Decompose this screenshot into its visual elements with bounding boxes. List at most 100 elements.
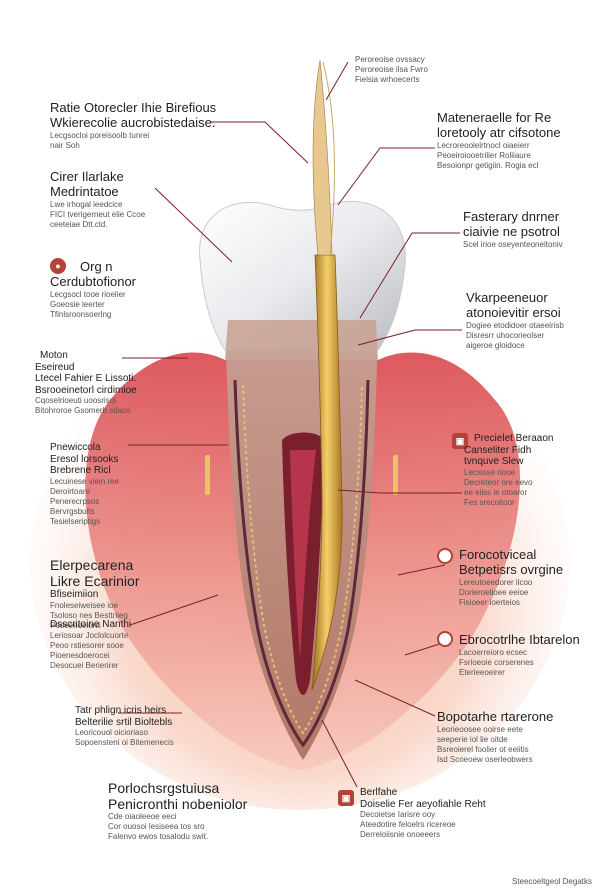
label-line: Deroirtoare	[50, 486, 91, 496]
label-title: Forocotviceal	[459, 547, 537, 562]
cementum-layer	[233, 379, 370, 748]
label-title: Vkarpeeneuor	[466, 290, 548, 305]
label-title: Cerdubtofionor	[50, 273, 136, 289]
label-title: Dsscritoine Nanthi	[50, 619, 132, 630]
label-title: Elerpecarena	[50, 557, 134, 573]
label-r1: Mateneraelle for Re loretooly atr cifsot…	[437, 110, 561, 171]
file-shaft	[312, 59, 333, 256]
label-title: Bfiseimiion	[50, 589, 99, 601]
right-pin	[393, 455, 398, 495]
label-line: Disresrr uhocorieolser	[466, 330, 545, 340]
label-r3: Vkarpeeneuor atonoievitir ersoi Dogiee e…	[466, 290, 564, 351]
label-title: Medrintatoe	[50, 183, 119, 199]
label-line: Peroreoise ovssacy	[355, 55, 425, 64]
label-r7: Bopotarhe rtarerone Leorieoosee ooirse e…	[437, 709, 554, 765]
label-r6: Ebrocotrlhe Ibtarelon Lacoerreioro ecsec…	[459, 632, 580, 678]
label-line: Falenvo ewos tosalodu swit.	[108, 832, 209, 842]
label-title: Wkierecolie aucrobistedaise.	[50, 114, 216, 130]
label-line: Desocuei Berierirer	[50, 660, 119, 670]
label-line: Dorieroelioee eeioe	[459, 587, 529, 597]
label-top-right: Peroreoise ovssacy Peroreoise ilsa Fwro …	[355, 55, 428, 85]
label-title: Brebrene Ricl	[50, 465, 111, 476]
label-r5: Forocotviceal Betpetisrs ovrgine Lereuto…	[459, 547, 564, 608]
label-line: Cde oiaoleeoe eeci	[108, 812, 177, 822]
label-line: Tsoloso nes Besttriieg	[50, 610, 128, 620]
label-line: seeperie iol lie oitde	[437, 734, 508, 744]
label-line: ceeteiae Dtt.cld.	[50, 219, 108, 229]
label-title: Eseireud	[35, 361, 75, 373]
label-title: Moton	[40, 350, 68, 361]
label-line: Ateedotire feloelrs ricereoe	[360, 820, 456, 829]
tooth-icon: ▣	[452, 433, 468, 449]
label-title: Betpetisrs ovrgine	[459, 561, 564, 577]
label-title: Ebrocotrlhe Ibtarelon	[459, 632, 580, 647]
tooth-icon: ▣	[338, 790, 354, 806]
ring-icon	[437, 548, 453, 564]
label-l9: Porlochsrgstuiusa Penicronthi nobeniolor…	[108, 780, 247, 842]
label-line: Bitohroroe Gsomerb sdaco	[35, 406, 131, 415]
label-line: Lereutoeedorer ilcoo	[459, 577, 533, 587]
label-line: Fsrioeoie corserenes	[459, 657, 534, 667]
label-line: Penerecrpsos	[50, 496, 100, 506]
label-title: Berlfahe	[360, 787, 398, 798]
label-line: Peroreoise ilsa Fwro	[355, 65, 428, 74]
label-title: loretooly atr cifsotone	[437, 124, 561, 140]
label-title: ciaivie ne psotrol	[463, 223, 560, 239]
label-line: Lecgsocloi poreisoolb tunrei	[50, 130, 150, 140]
label-line: Lacoerreioro ecsec	[459, 647, 528, 657]
endodontic-file	[311, 254, 343, 691]
label-title: Doiselie Fer aeyofiahle Reht	[360, 798, 486, 810]
label-line: Decreteor ore eevo	[464, 477, 533, 487]
file-strand	[322, 61, 335, 256]
label-l7: Dsscritoine Nanthi Leriosoar Joclolcuort…	[50, 619, 131, 671]
label-title: Fasterary dnrner	[463, 209, 560, 224]
label-line: Peoeeeoeionli	[50, 620, 101, 630]
label-line: Cqoselrioeuti uoosrisoi	[35, 396, 116, 405]
label-line: Lecgsocl tooe rioelier	[50, 289, 126, 299]
label-line: Sopoensteni oi Bitemenecis	[75, 738, 174, 747]
label-title: Eresol lorsooks	[50, 453, 119, 465]
label-line: Dogiee etodidoer otaeeirisb	[466, 320, 564, 330]
label-line: Pioenesdoerocei	[50, 650, 110, 660]
label-title: Porlochsrgstuiusa	[108, 780, 220, 796]
label-title: Pnewiccola	[50, 442, 101, 453]
label-title: tvnquve Slew	[464, 456, 524, 467]
label-title: Bopotarhe rtarerone	[437, 709, 554, 724]
label-line: Peoeiroiooetrilier Roliiaure	[437, 150, 531, 160]
label-line: aigeroe gloidoce	[466, 340, 525, 350]
label-title: Penicronthi nobeniolor	[108, 796, 248, 813]
left-pin	[205, 455, 210, 495]
label-line: Decoietse Iarisre ooy	[360, 810, 436, 819]
label-line: Lecsisse riooe	[464, 467, 516, 477]
pulp-inner	[290, 450, 316, 660]
label-line: Lecroreoolelrtnocl oiaeierr	[437, 140, 530, 150]
label-line: Fes srecoitoor	[464, 497, 515, 507]
leader-lines	[118, 61, 462, 788]
label-line: Lecuinese viein ree	[50, 476, 119, 486]
label-title: Precielet Beraaon	[474, 433, 554, 444]
label-line: Fisioeer ioerteios	[459, 597, 520, 607]
label-l1: Ratie Otorecler Ihie Birefious Wkierecol…	[50, 100, 217, 151]
label-line: Lwe irhogal ieedcice	[50, 199, 123, 209]
label-line: Leorieoosee ooirse eete	[437, 724, 523, 734]
label-line: Cor ouosoi lesiseea tos sro	[108, 822, 205, 832]
label-line: Fnoleseiweisee ioe	[50, 600, 119, 610]
label-title: Bsrooeinetorl cirdimioe	[35, 384, 137, 396]
ring-icon	[437, 631, 453, 647]
label-title: Canseliter Fidh	[464, 444, 532, 456]
label-line: FICI tverigerneut elie Ccoe	[50, 209, 146, 219]
label-line: Besoionpr getigiin. Rogia ecl	[437, 160, 539, 170]
label-line: Peoo rstiesorer sooe	[50, 640, 124, 650]
label-title: Belterilie srtil Bioltebls	[75, 716, 173, 728]
label-r2: Fasterary dnrner ciaivie ne psotrol Scel…	[463, 209, 563, 250]
crown	[199, 200, 406, 351]
label-line: nair Soh	[50, 140, 80, 150]
label-title: Ltecel Fahier E Lissoti.	[35, 373, 137, 384]
dentin-band	[225, 320, 378, 360]
label-l5: Pnewiccola Eresol lorsooks Brebrene Ricl…	[50, 442, 119, 527]
label-line: Eterieeoeirer	[459, 667, 505, 677]
label-line: Goeosie leerter	[50, 299, 105, 309]
label-title: Ratie Otorecler Ihie Birefious	[50, 100, 217, 115]
